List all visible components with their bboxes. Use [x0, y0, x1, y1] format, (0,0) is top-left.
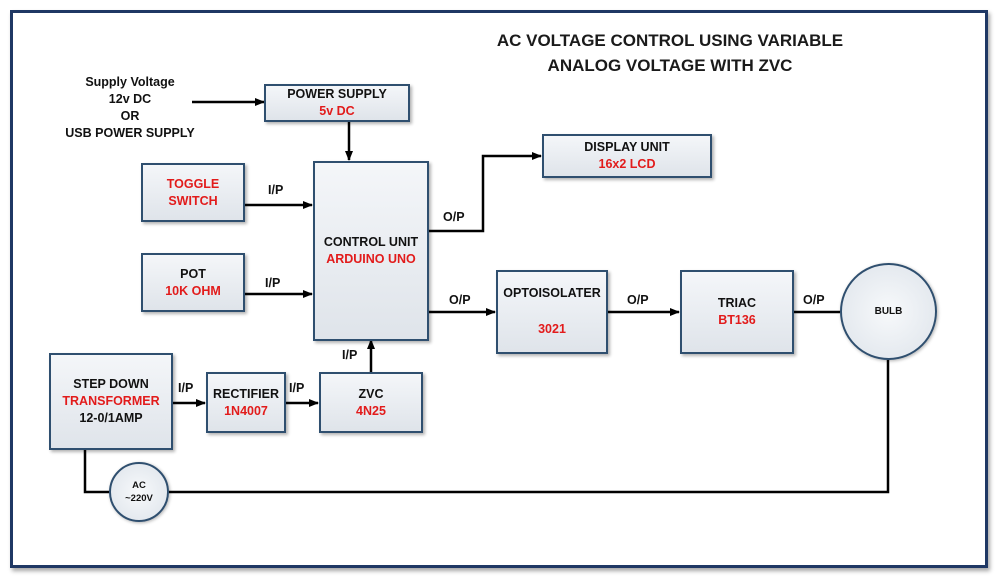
- pot-name: POT: [180, 266, 206, 281]
- label-pot-to-control: I/P: [265, 276, 281, 290]
- supply-voltage-label: Supply Voltage 12v DC OR USB POWER SUPPL…: [60, 74, 200, 142]
- toggle-switch-block: TOGGLE SWITCH: [141, 163, 245, 222]
- rectifier-name: RECTIFIER: [213, 386, 279, 401]
- label-opto-to-triac: O/P: [627, 293, 649, 307]
- toggle-switch-line1: TOGGLE: [166, 176, 220, 191]
- rectifier-detail: 1N4007: [224, 403, 268, 418]
- optoisolater-name: OPTOISOLATER: [503, 286, 601, 300]
- label-toggle-to-control: I/P: [268, 183, 284, 197]
- bulb-circle: BULB: [840, 263, 937, 360]
- pot-detail: 10K OHM: [165, 283, 221, 298]
- power-supply-detail: 5v DC: [319, 104, 355, 118]
- supply-voltage-line1: Supply Voltage: [85, 75, 175, 89]
- label-control-to-display: O/P: [443, 210, 465, 224]
- label-rectifier-to-zvc: I/P: [289, 381, 305, 395]
- control-unit-detail: ARDUINO UNO: [326, 252, 416, 266]
- display-unit-name: DISPLAY UNIT: [584, 140, 670, 154]
- triac-detail: BT136: [718, 313, 756, 327]
- label-triac-to-bulb: O/P: [803, 293, 825, 307]
- ac-to-bulb-wire: [169, 360, 890, 494]
- triac-name: TRIAC: [717, 296, 757, 310]
- diagram-title-line2: ANALOG VOLTAGE WITH ZVC: [547, 56, 793, 75]
- display-unit-block: DISPLAY UNIT 16x2 LCD: [542, 134, 712, 178]
- optoisolater-block: OPTOISOLATER 3021: [496, 270, 608, 354]
- control-unit-name: CONTROL UNIT: [323, 235, 419, 249]
- pot-block: POT 10K OHM: [141, 253, 245, 312]
- step-down-transformer-block: STEP DOWN TRANSFORMER 12-0/1AMP: [49, 353, 173, 450]
- control-unit-block: CONTROL UNIT ARDUINO UNO: [313, 161, 429, 341]
- ac-source-line2: ~220V: [125, 493, 153, 504]
- ac-source-line1: AC: [132, 480, 146, 491]
- stepdown-to-ac-wire: [83, 449, 109, 494]
- supply-voltage-line2: 12v DC: [108, 92, 152, 106]
- zvc-detail: 4N25: [356, 403, 386, 418]
- supply-voltage-line3: OR: [120, 109, 140, 123]
- zvc-block: ZVC 4N25: [319, 372, 423, 433]
- toggle-switch-line2: SWITCH: [168, 193, 218, 208]
- diagram-title-line1: AC VOLTAGE CONTROL USING VARIABLE: [496, 31, 844, 50]
- ac-source-circle: AC ~220V: [109, 462, 169, 522]
- power-supply-name: POWER SUPPLY: [287, 87, 387, 101]
- power-supply-block: POWER SUPPLY 5v DC: [264, 84, 410, 122]
- step-down-name: STEP DOWN: [73, 377, 149, 391]
- rectifier-block: RECTIFIER 1N4007: [206, 372, 286, 433]
- label-control-to-opto: O/P: [449, 293, 471, 307]
- step-down-detail1: TRANSFORMER: [62, 394, 160, 408]
- step-down-detail2: 12-0/1AMP: [79, 411, 143, 425]
- control-to-display-arrow: [428, 152, 542, 233]
- label-zvc-to-control: I/P: [342, 348, 358, 362]
- bulb-label: BULB: [874, 306, 903, 317]
- zvc-name: ZVC: [358, 386, 384, 401]
- display-unit-detail: 16x2 LCD: [598, 157, 656, 171]
- triac-block: TRIAC BT136: [680, 270, 794, 354]
- optoisolater-detail: 3021: [538, 322, 566, 336]
- supply-voltage-line4: USB POWER SUPPLY: [65, 126, 195, 140]
- label-stepdown-to-rectifier: I/P: [178, 381, 194, 395]
